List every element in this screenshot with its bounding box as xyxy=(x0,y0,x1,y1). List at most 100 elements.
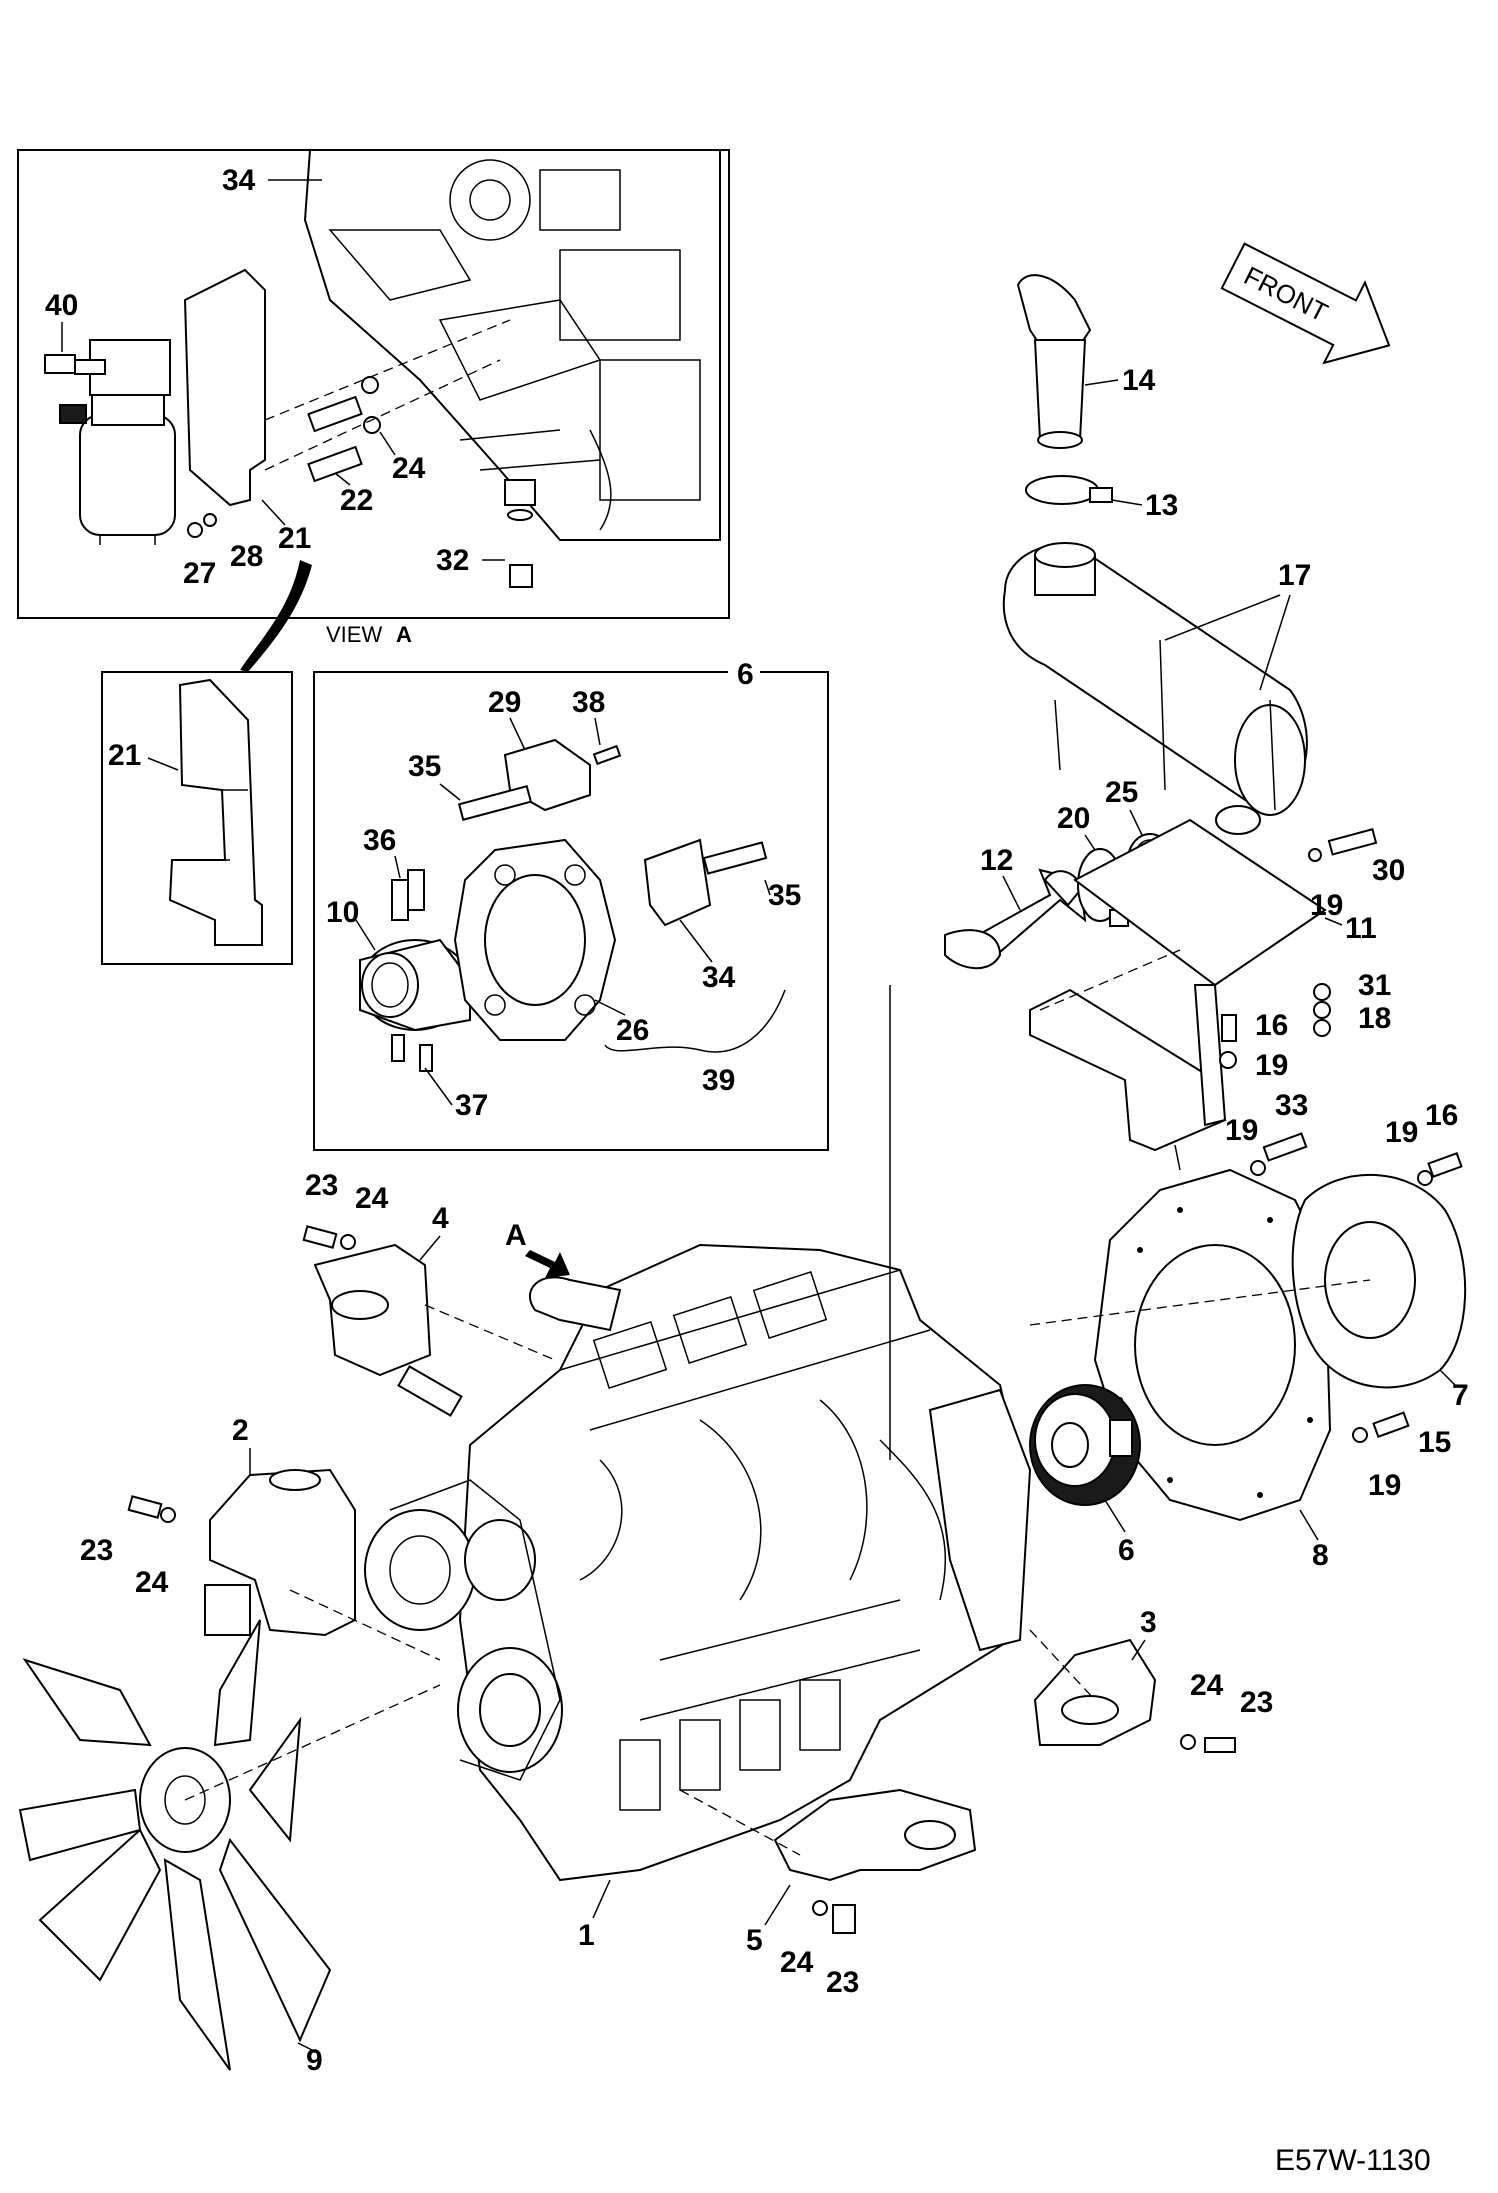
view-a-caption: VIEW A xyxy=(326,622,412,647)
callout-30: 30 xyxy=(1372,854,1405,887)
callout-16-a: 16 xyxy=(1255,1009,1288,1042)
mount-2: 2 xyxy=(204,1414,356,1637)
engine-1: 1 xyxy=(364,1243,1032,1952)
engine-sensor xyxy=(397,1365,463,1417)
block-34 xyxy=(643,838,712,927)
callout-10: 10 xyxy=(326,896,359,929)
washer-19-d xyxy=(1417,1170,1433,1186)
bolt-15 xyxy=(1372,1411,1410,1438)
bolt-16-a xyxy=(1221,1014,1237,1042)
view-a-inset: 34 40 22 24 21 27 28 32 xyxy=(17,149,730,619)
nut-27 xyxy=(187,522,203,538)
callout-24-a: 24 xyxy=(355,1182,389,1215)
bolt-23-c xyxy=(1180,1734,1236,1753)
callout-25: 25 xyxy=(1105,776,1138,809)
callout-34-view-a: 34 xyxy=(222,164,256,197)
callout-24-d: 24 xyxy=(780,1946,814,1979)
brace-39 xyxy=(604,989,786,1053)
callout-36: 36 xyxy=(363,824,396,857)
drawing-code: E57W-1130 xyxy=(1275,2144,1431,2177)
callout-24-c: 24 xyxy=(1190,1669,1224,1702)
tailpipe-14: 14 xyxy=(1016,274,1156,449)
callout-23-b: 23 xyxy=(80,1534,113,1567)
fitting-40 xyxy=(44,354,106,375)
callout-16-b: 16 xyxy=(1425,1099,1458,1132)
callout-15: 15 xyxy=(1418,1426,1451,1459)
pipe-12: 12 xyxy=(944,844,1087,970)
view-a-marker-letter: A xyxy=(505,1219,527,1252)
pin-37a xyxy=(391,1034,405,1062)
callout-29: 29 xyxy=(488,686,521,719)
callout-21-detail: 21 xyxy=(108,739,141,772)
callout-8: 8 xyxy=(1312,1539,1329,1572)
mount-5: 5 xyxy=(746,1788,977,1957)
callout-1: 1 xyxy=(578,1919,595,1952)
callout-19-b: 19 xyxy=(1255,1049,1288,1082)
set-screw-36b xyxy=(407,869,425,911)
callout-12: 12 xyxy=(980,844,1013,877)
callout-19-d: 19 xyxy=(1385,1116,1418,1149)
callout-20: 20 xyxy=(1057,802,1090,835)
callout-39: 39 xyxy=(702,1064,735,1097)
detail-pointer xyxy=(240,560,312,672)
callout-34-coupling: 34 xyxy=(702,961,736,994)
bracket-11: 11 xyxy=(1029,818,1377,1152)
callout-32: 32 xyxy=(436,544,469,577)
fan-9: 9 xyxy=(18,1619,441,2077)
fuel-filter xyxy=(59,339,176,545)
washer-28 xyxy=(203,513,217,527)
housing-8: 8 xyxy=(1093,1168,1332,1572)
mount-3: 3 xyxy=(1033,1606,1157,1746)
callout-5: 5 xyxy=(746,1924,763,1957)
coupling-6-assembled: 6 xyxy=(1029,1384,1141,1567)
callout-27: 27 xyxy=(183,557,216,590)
callout-23-c: 23 xyxy=(1240,1686,1273,1719)
callout-4: 4 xyxy=(432,1202,449,1235)
bolt-16-b xyxy=(1427,1152,1463,1178)
washer-31 xyxy=(1313,983,1331,1001)
bolt-23-b xyxy=(127,1495,176,1523)
callout-33: 33 xyxy=(1275,1089,1308,1122)
washer-19-e xyxy=(1352,1427,1368,1443)
callout-2: 2 xyxy=(232,1414,249,1447)
washer-19-b xyxy=(1219,1051,1237,1069)
callout-19-a: 19 xyxy=(1310,889,1343,922)
callout-38: 38 xyxy=(572,686,605,719)
bolt-33: 33 xyxy=(1262,1089,1308,1162)
callout-24-view-a: 24 xyxy=(392,452,426,485)
callout-22: 22 xyxy=(340,484,373,517)
callout-17: 17 xyxy=(1278,559,1311,592)
set-screw-36a xyxy=(391,879,409,921)
callout-7: 7 xyxy=(1452,1379,1469,1412)
view-a-label: VIEW xyxy=(326,622,382,647)
callout-23-d: 23 xyxy=(826,1966,859,1999)
bolt-23-d xyxy=(812,1900,856,1934)
coupling-group-label: 6 xyxy=(737,658,754,691)
callout-26: 26 xyxy=(616,1014,649,1047)
element-26 xyxy=(453,838,617,1041)
callout-19-e: 19 xyxy=(1368,1469,1401,1502)
callout-40: 40 xyxy=(45,289,78,322)
bracket-21-view-a xyxy=(183,268,266,507)
callout-18: 18 xyxy=(1358,1002,1391,1035)
hub-10 xyxy=(359,938,471,1032)
callout-28: 28 xyxy=(230,540,263,573)
pin-38 xyxy=(592,744,622,766)
callout-24-b: 24 xyxy=(135,1566,169,1599)
callout-11: 11 xyxy=(1345,912,1377,945)
mount-4: 4 xyxy=(313,1202,449,1377)
callout-9: 9 xyxy=(306,2044,323,2077)
bolt-30: 30 xyxy=(1308,828,1405,887)
callout-31: 31 xyxy=(1358,969,1391,1002)
callout-6-assembled: 6 xyxy=(1118,1534,1135,1567)
clamp-13: 13 xyxy=(1025,475,1178,522)
bolt-35-left xyxy=(457,784,533,822)
view-a-marker: A xyxy=(505,1219,570,1278)
callout-23-a: 23 xyxy=(305,1169,338,1202)
callout-13: 13 xyxy=(1145,489,1178,522)
bolt-35-right xyxy=(702,841,768,875)
callout-35-right: 35 xyxy=(768,879,801,912)
coupling-group: 6 29 38 35 xyxy=(313,658,829,1151)
pin-37b xyxy=(419,1044,433,1072)
